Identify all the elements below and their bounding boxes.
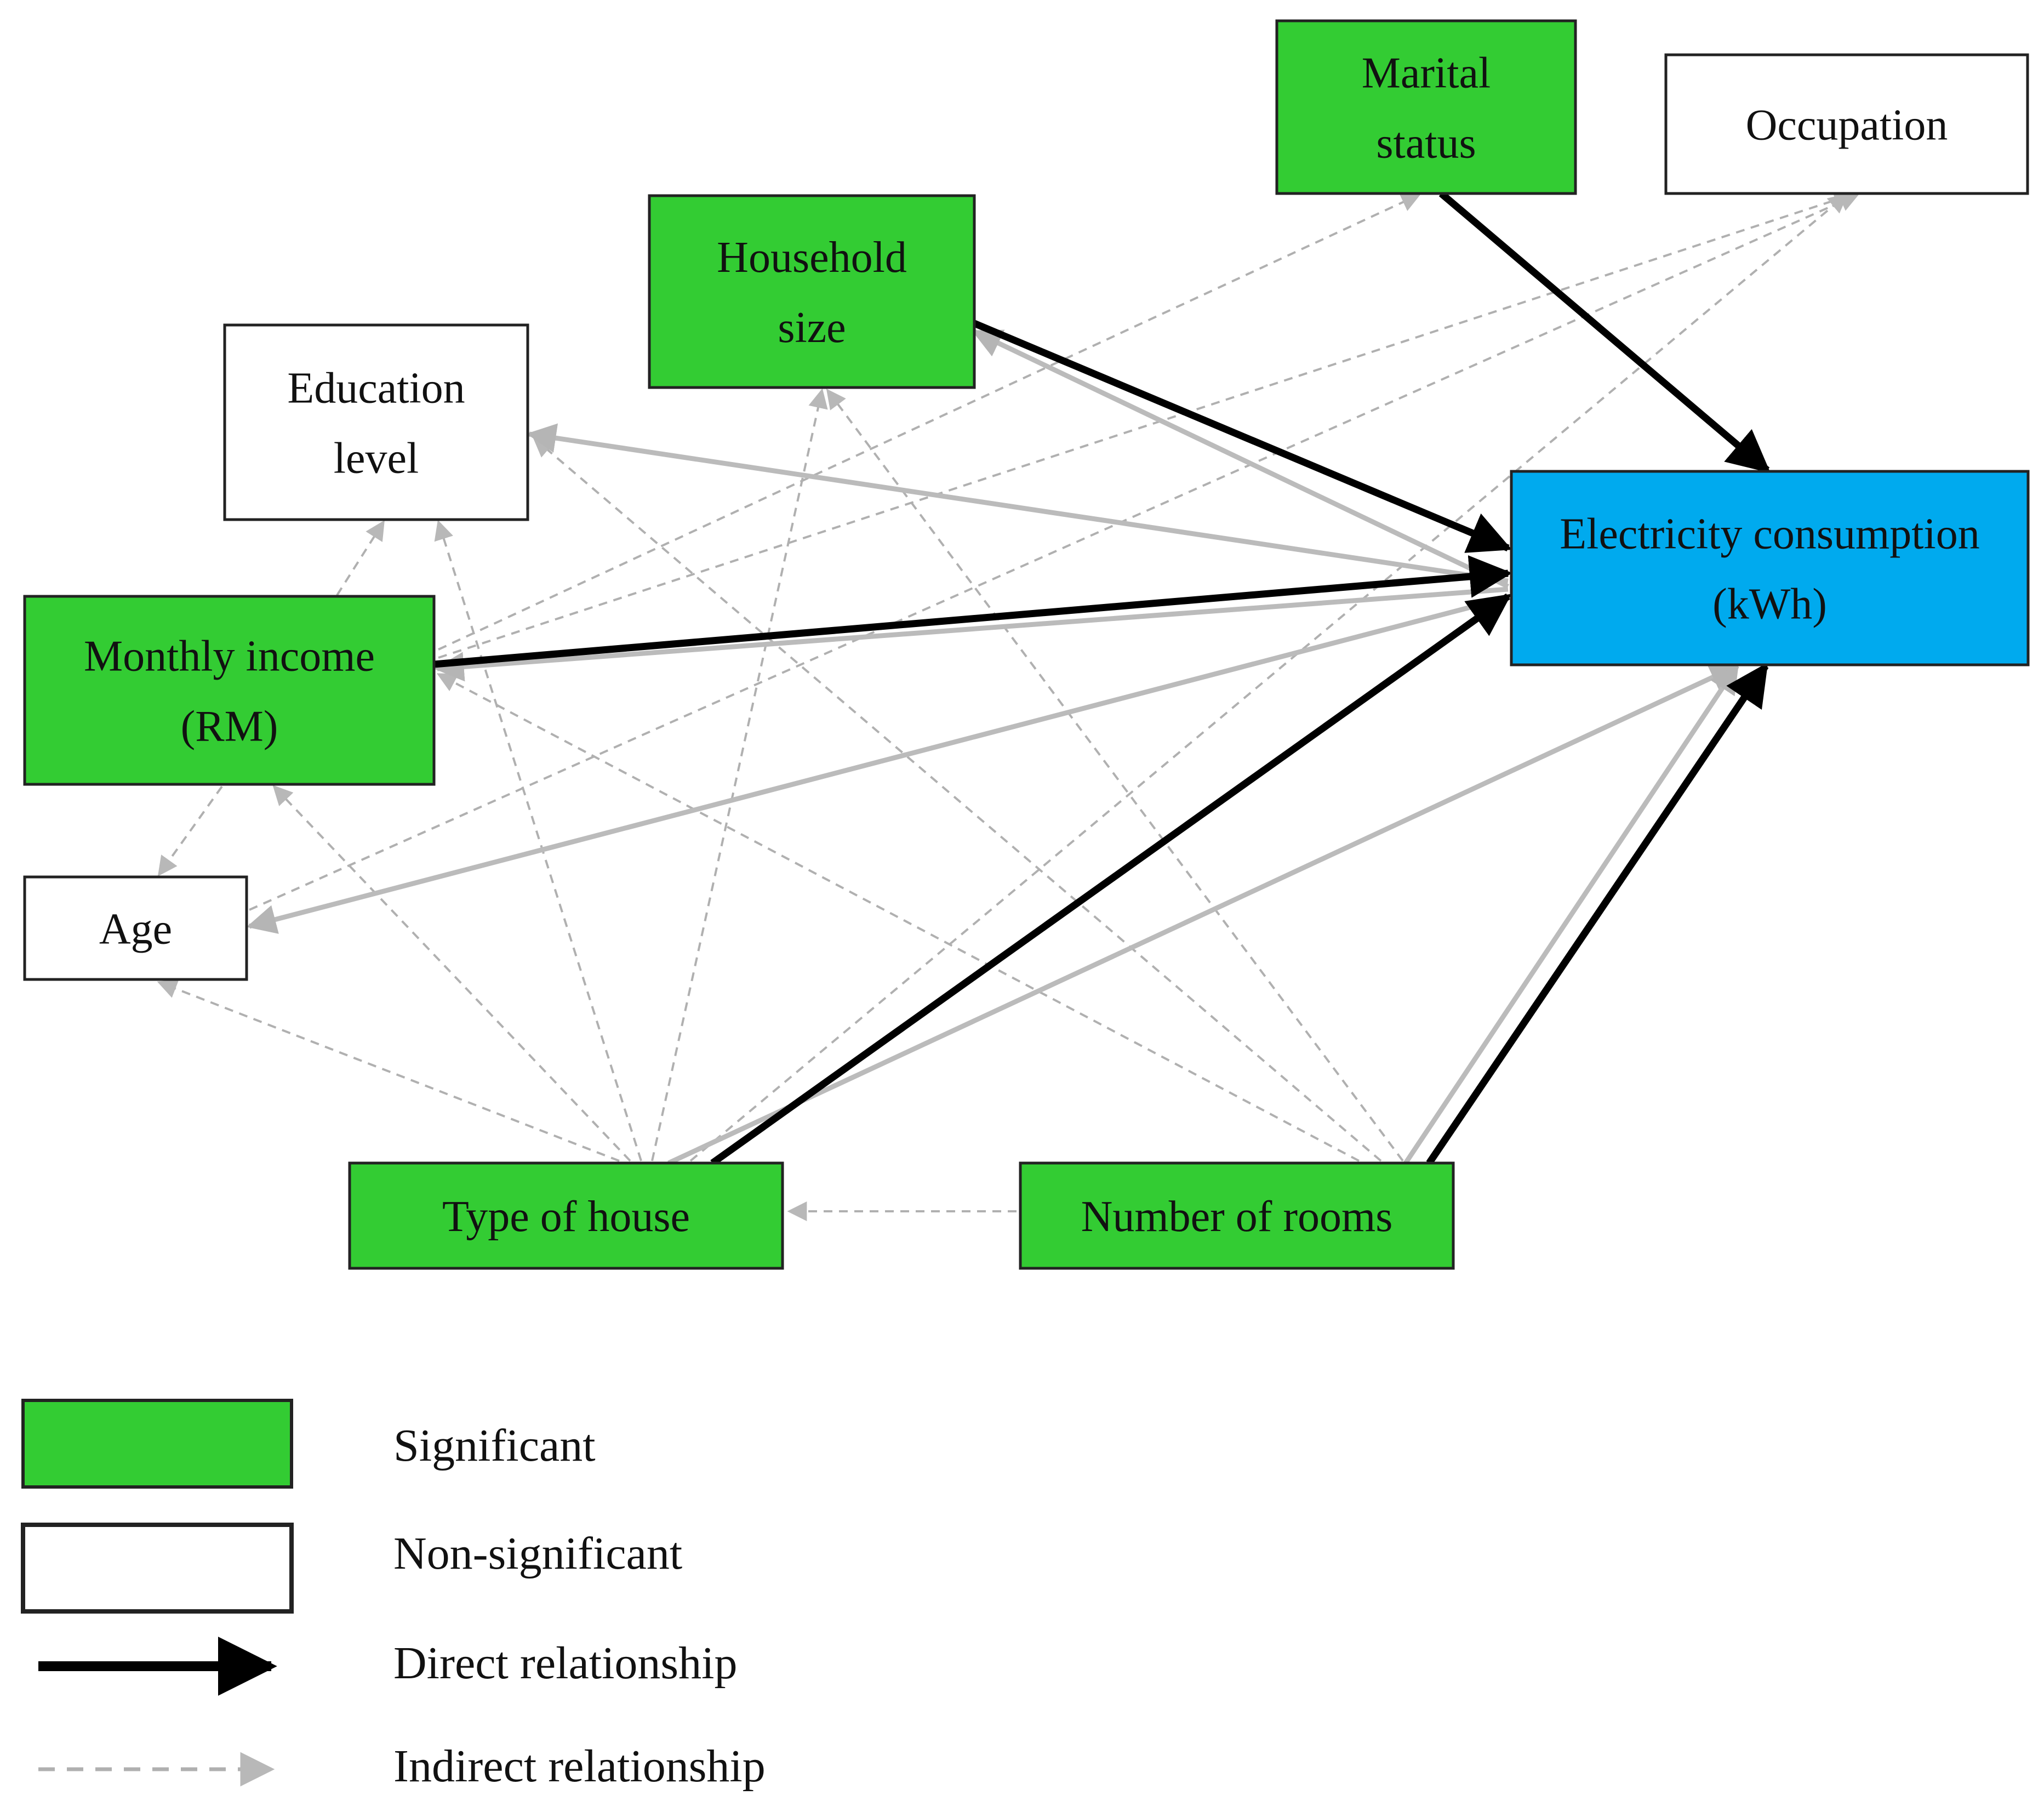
edge-direct-black-marital-status-to-electricity-consumption [1438, 191, 1771, 474]
node-label-monthly-income-line-1: Monthly income [84, 633, 375, 681]
node-label-type-of-house-line-1: Type of house [442, 1193, 690, 1241]
node-number-of-rooms: Number of rooms [1019, 1161, 1455, 1270]
edge-direct-gray-electricity-consumption-to-age [246, 595, 1509, 934]
node-label-education-level-line-2: level [334, 435, 419, 483]
node-occupation: Occupation [1664, 53, 2029, 195]
edge-indirect-number-of-rooms-to-monthly-income [436, 673, 1360, 1162]
edge-indirect-type-of-house-to-household-size [651, 388, 828, 1161]
node-box-occupation [1664, 53, 2029, 195]
edge-indirect-monthly-income-to-education-level [336, 520, 385, 596]
node-box-marital-status [1275, 19, 1577, 195]
node-type-of-house: Type of house [348, 1161, 784, 1270]
node-box-household-size [648, 194, 976, 389]
legend: Significant Non-significant Direct relat… [21, 1399, 766, 1792]
edge-indirect-type-of-house-to-occupation [689, 193, 1848, 1162]
edge-direct-gray-number-of-rooms-to-electricity-consumption [1403, 663, 1739, 1165]
node-marital-status: Marital status [1275, 19, 1577, 195]
legend-significant-swatch [21, 1399, 293, 1489]
edge-direct-black-type-of-house-to-electricity-consumption [710, 593, 1512, 1166]
node-label-electricity-consumption-line-1: Electricity consumption [1560, 510, 1979, 559]
node-label-household-size-line-2: size [778, 304, 846, 352]
edge-direct-black-number-of-rooms-to-electricity-consumption [1426, 662, 1769, 1165]
edge-indirect-number-of-rooms-to-household-size [826, 389, 1404, 1162]
edge-direct-gray-electricity-consumption-to-household-size [972, 329, 1509, 589]
node-box-age [23, 875, 248, 981]
node-label-occupation-line-1: Occupation [1746, 101, 1948, 150]
edge-indirect-monthly-income-to-occupation [438, 190, 1854, 659]
node-label-marital-status-line-1: Marital [1362, 49, 1491, 98]
edge-direct-black-monthly-income-to-electricity-consumption [433, 555, 1512, 668]
edge-indirect-number-of-rooms-to-education-level [533, 437, 1382, 1162]
edge-direct-black-household-size-to-electricity-consumption [973, 320, 1512, 553]
node-label-age-line-1: Age [99, 905, 172, 954]
legend-significant-label: Significant [393, 1420, 596, 1471]
indirect-edges [157, 190, 1860, 1221]
node-box-number-of-rooms [1019, 1161, 1455, 1270]
edge-indirect-monthly-income-to-marital-status [438, 193, 1421, 651]
edge-direct-gray-electricity-consumption-to-education-level [526, 423, 1509, 584]
node-box-monthly-income [23, 595, 436, 786]
edge-indirect-type-of-house-to-education-level [434, 520, 642, 1161]
node-education-level: Education level [223, 323, 529, 521]
direct-black-edges [433, 191, 1771, 1166]
edge-direct-gray-type-of-house-to-electricity-consumption [667, 663, 1740, 1166]
node-label-electricity-consumption-line-2: (kWh) [1712, 580, 1827, 629]
node-label-household-size-line-1: Household [717, 233, 907, 282]
legend-indirect-label: Indirect relationship [393, 1741, 766, 1792]
edge-indirect-type-of-house-to-monthly-income [272, 785, 631, 1162]
edge-indirect-monthly-income-to-age [157, 785, 223, 876]
edge-direct-gray-electricity-consumption-to-monthly-income [434, 586, 1509, 682]
node-age: Age [23, 875, 248, 981]
node-label-monthly-income-line-2: (RM) [181, 703, 278, 751]
direct-gray-edges [246, 329, 1740, 1166]
edge-indirect-age-to-occupation [249, 192, 1860, 911]
node-label-number-of-rooms-line-1: Number of rooms [1081, 1193, 1393, 1241]
node-box-type-of-house [348, 1161, 784, 1270]
legend-direct-label: Direct relationship [393, 1638, 737, 1689]
node-label-marital-status-line-2: status [1376, 119, 1476, 168]
node-box-electricity-consumption [1510, 470, 2030, 666]
node-label-education-level-line-1: Education [287, 364, 465, 413]
node-household-size: Household size [648, 194, 976, 389]
edge-indirect-type-of-house-to-age [157, 979, 620, 1162]
legend-non-significant-swatch [21, 1523, 294, 1614]
node-box-education-level [223, 323, 529, 521]
legend-non-significant-label: Non-significant [393, 1528, 682, 1579]
node-electricity-consumption: Electricity consumption (kWh) [1510, 470, 2030, 666]
node-monthly-income: Monthly income (RM) [23, 595, 436, 786]
